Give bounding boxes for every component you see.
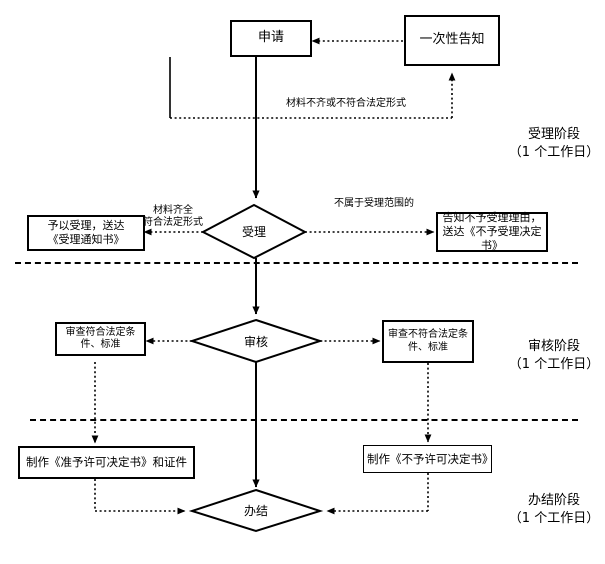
node-one-time-notice-label: 一次性告知 bbox=[419, 32, 485, 48]
node-review-decision[interactable]: 审核 bbox=[192, 320, 320, 362]
node-review-fail[interactable]: 审查不符合法定条件、标准 bbox=[382, 320, 474, 363]
stage-label-finish: 办结阶段 （1 个工作日） bbox=[508, 492, 600, 527]
node-deny-label: 制作《不予许可决定书》 bbox=[367, 451, 494, 466]
stage-review-name: 审核阶段 bbox=[527, 339, 580, 354]
stage-finish-duration: （1 个工作日） bbox=[508, 510, 600, 526]
edge-label-materials-incomplete: 材料不齐或不符合法定形式 bbox=[286, 98, 406, 109]
stage-accept-duration: （1 个工作日） bbox=[508, 144, 600, 160]
node-grant-label: 制作《准予许可决定书》和证件 bbox=[26, 455, 187, 470]
node-review-pass[interactable]: 审查符合法定条件、标准 bbox=[55, 322, 146, 356]
stage-label-accept: 受理阶段 （1 个工作日） bbox=[508, 126, 600, 161]
node-review-decision-label: 审核 bbox=[243, 334, 268, 349]
node-one-time-notice[interactable]: 一次性告知 bbox=[404, 15, 500, 66]
node-review-fail-label: 审查不符合法定条件、标准 bbox=[388, 329, 468, 353]
stage-label-review: 审核阶段 （1 个工作日） bbox=[508, 338, 600, 373]
stage-separator-2 bbox=[30, 419, 578, 421]
edge-label-materials-complete: 材料齐全 符合法定形式 bbox=[143, 204, 203, 229]
node-apply[interactable]: 申请 bbox=[230, 20, 312, 57]
node-accept-no-label: 告知不予受理理由，送达《不予受理决定书》 bbox=[442, 211, 542, 252]
node-accept-yes[interactable]: 予以受理，送达 《受理通知书》 bbox=[27, 215, 145, 251]
node-review-pass-label: 审查符合法定条件、标准 bbox=[65, 326, 136, 351]
stage-review-duration: （1 个工作日） bbox=[508, 356, 600, 372]
node-accept-yes-label: 予以受理，送达 《受理通知书》 bbox=[47, 219, 125, 246]
stage-accept-name: 受理阶段 bbox=[527, 127, 580, 142]
node-apply-label: 申请 bbox=[257, 30, 284, 46]
stage-separator-1 bbox=[15, 262, 578, 264]
stage-finish-name: 办结阶段 bbox=[527, 493, 580, 508]
edge-label-out-of-scope: 不属于受理范围的 bbox=[334, 198, 414, 209]
node-finish-decision[interactable]: 办结 bbox=[192, 490, 320, 531]
node-finish-decision-label: 办结 bbox=[243, 504, 268, 518]
node-deny[interactable]: 制作《不予许可决定书》 bbox=[363, 445, 494, 473]
node-accept-decision-label: 受理 bbox=[241, 225, 266, 239]
node-grant[interactable]: 制作《准予许可决定书》和证件 bbox=[18, 446, 195, 479]
node-accept-decision[interactable]: 受理 bbox=[203, 205, 305, 258]
node-accept-no[interactable]: 告知不予受理理由，送达《不予受理决定书》 bbox=[436, 211, 548, 252]
